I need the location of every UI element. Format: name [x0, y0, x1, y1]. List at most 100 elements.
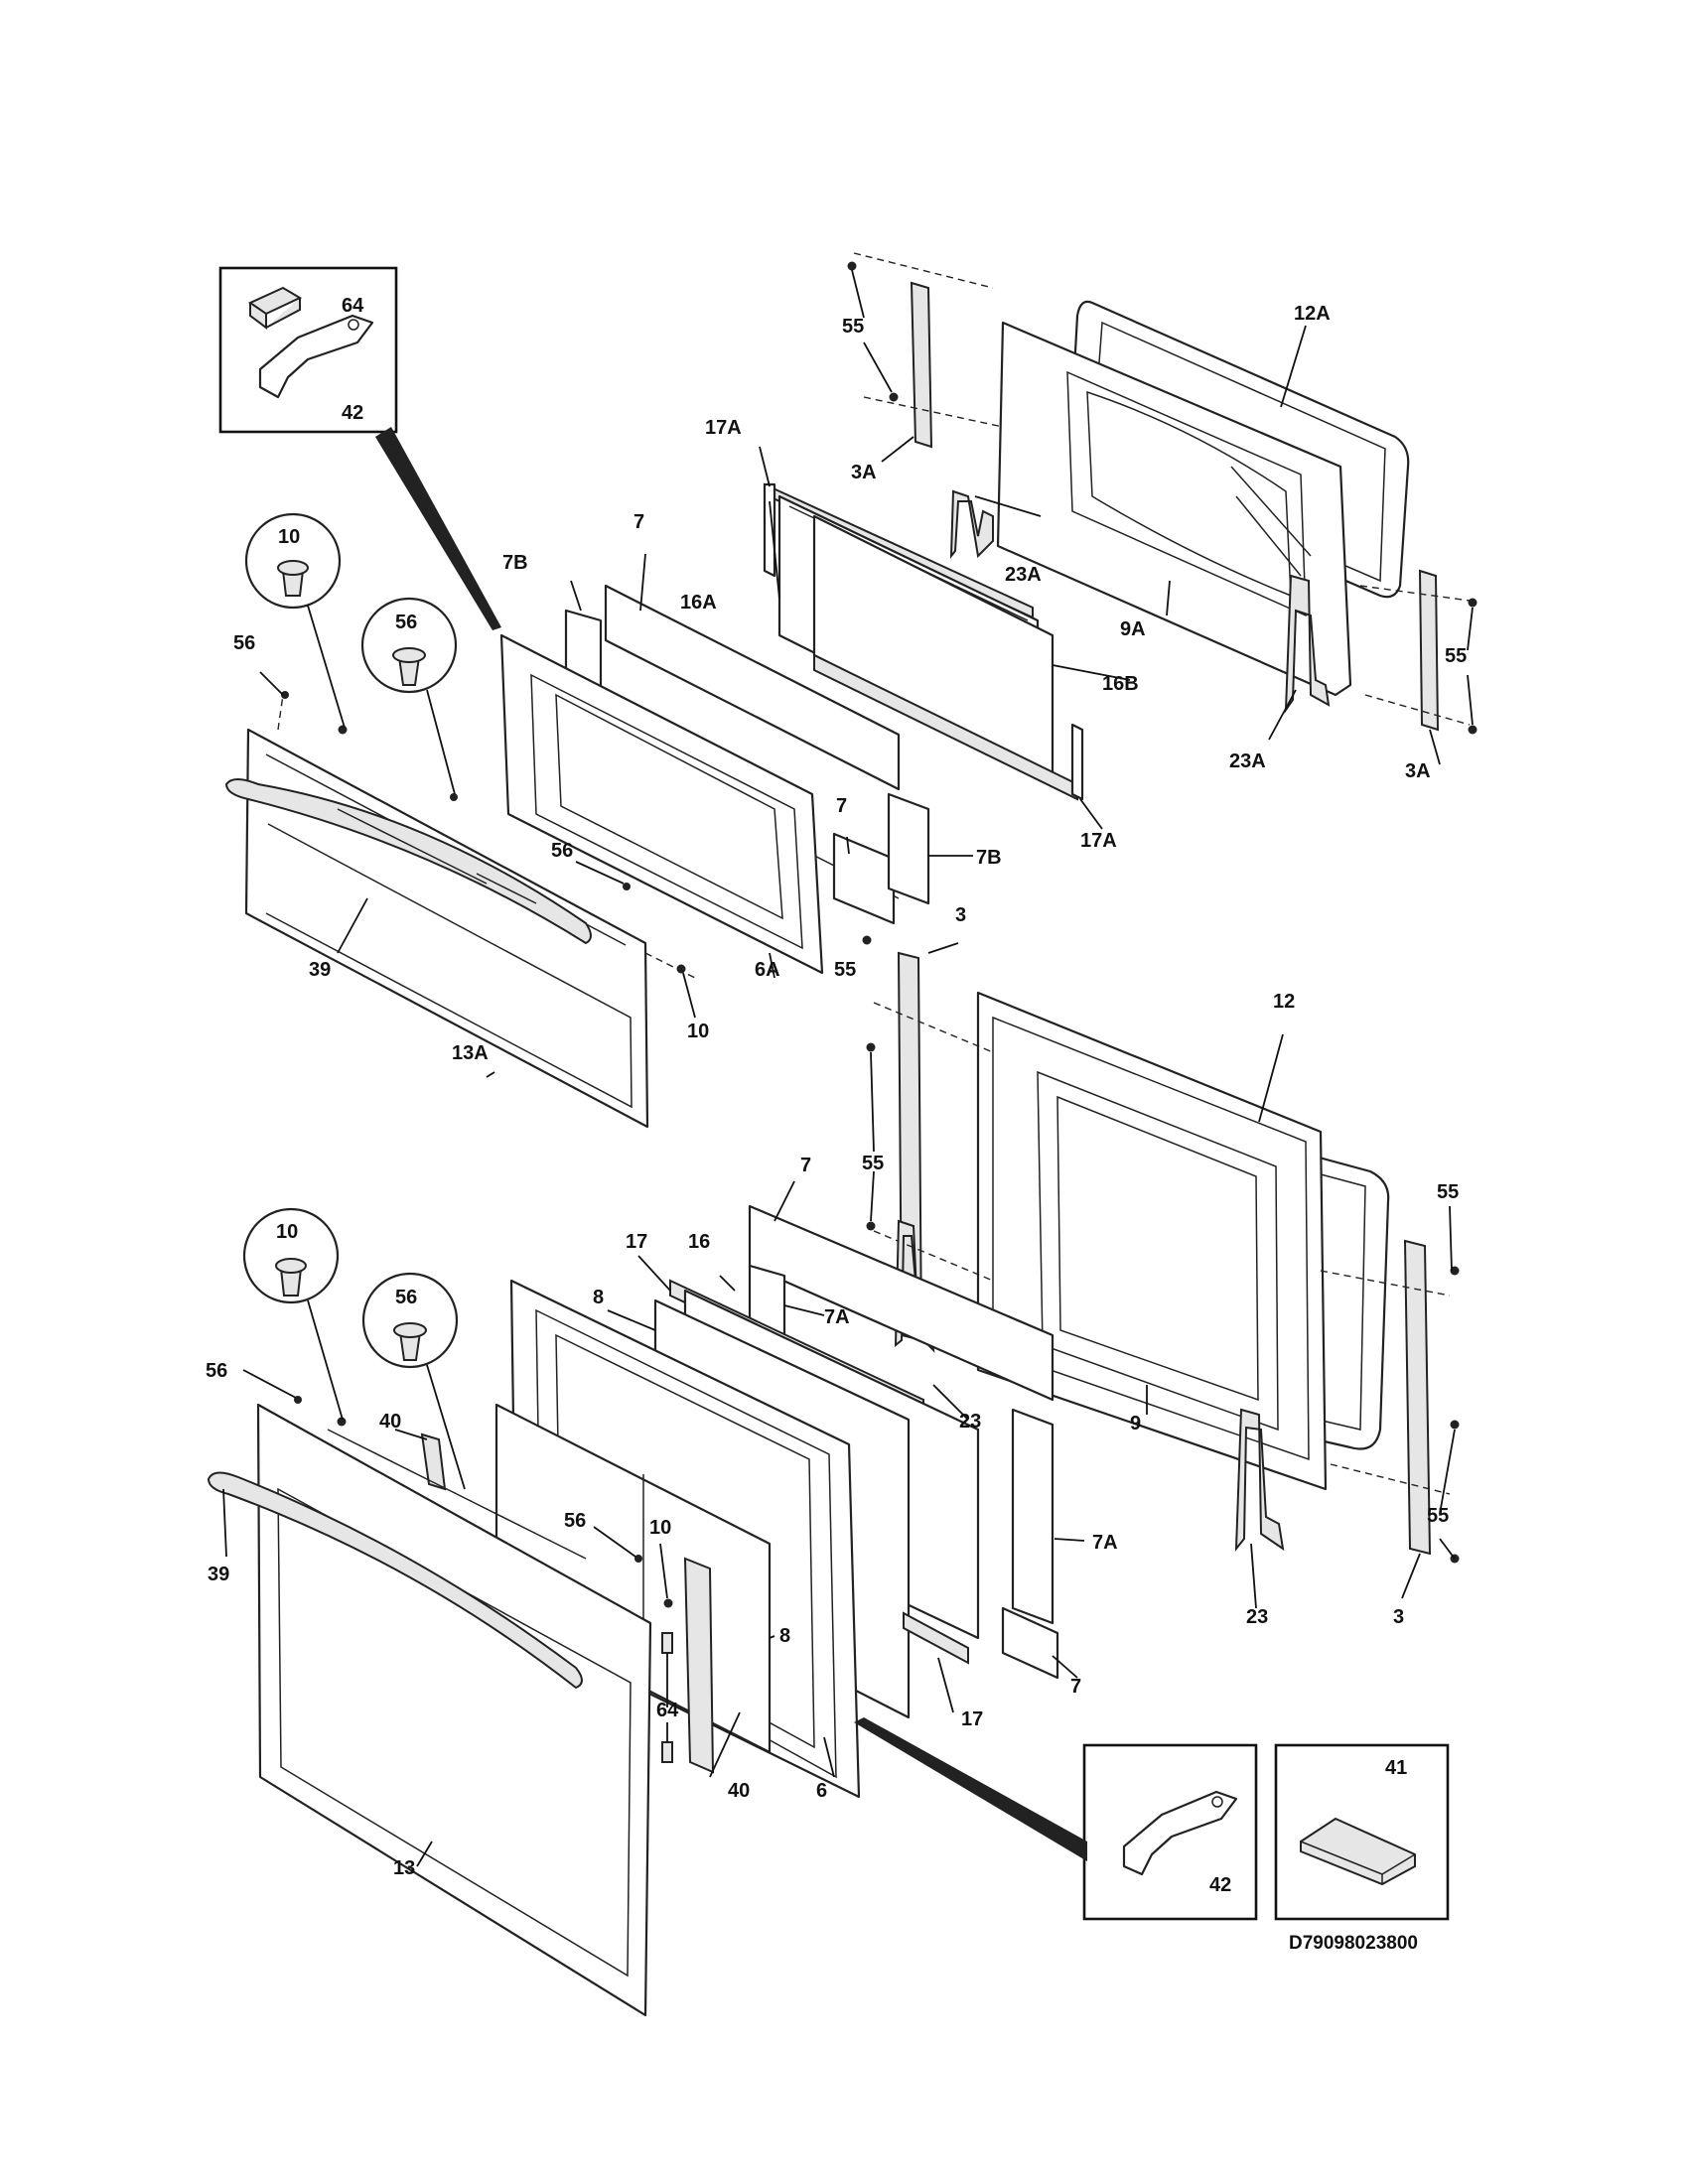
detail-circle-10-lower [242, 1207, 344, 1421]
upper-door-panel-13a [224, 691, 696, 1129]
label-12: 12 [1273, 991, 1295, 1013]
part-64-pad-b [661, 1741, 673, 1763]
label-16a: 16A [680, 592, 717, 614]
part-40-bracket-left [420, 1433, 447, 1491]
label-55-top: 55 [842, 316, 864, 338]
label-16: 16 [688, 1231, 710, 1253]
screw-10-lower [663, 1598, 673, 1608]
part-3a-top-channel [910, 281, 933, 449]
part-9-inner-panel [976, 991, 1328, 1491]
label-23-right: 23 [1246, 1606, 1268, 1628]
inset-box-42 [854, 1717, 1258, 1921]
detail-circle-56-lower [361, 1272, 466, 1490]
label-39-top: 39 [309, 959, 331, 981]
upper-glass-pack [763, 482, 1084, 801]
part-64-pad-a [661, 1632, 673, 1654]
part-7a-insulation-bottom [1011, 1408, 1055, 1625]
part-7b-insulation-mid [887, 792, 930, 905]
label-13: 13 [393, 1857, 415, 1879]
label-10-top-right: 10 [687, 1021, 709, 1042]
part-7-insulation-lower-top [748, 1204, 1055, 1402]
label-7-lower: 7 [800, 1155, 811, 1176]
screw-55-lower-b [866, 1042, 876, 1052]
label-7a-bot: 7A [1092, 1532, 1118, 1554]
label-56-top-mid: 56 [551, 840, 573, 862]
label-8-top: 8 [593, 1287, 604, 1308]
screw-55-lower-e [1450, 1420, 1460, 1430]
screw-56-lower-mid [634, 1555, 642, 1563]
label-55-right-upper: 55 [1445, 645, 1467, 667]
label-8-bot: 8 [779, 1625, 790, 1647]
callout-labels: 64 42 55 12A 17A 3A 7 7B 23A 16A 9A 10 5… [206, 295, 1467, 1954]
label-56-circle-bot: 56 [395, 1287, 417, 1308]
label-16b: 16B [1102, 673, 1139, 695]
label-39-bot: 39 [208, 1564, 229, 1585]
part-23a-hinge-top [949, 489, 994, 559]
detail-circle-56-upper [360, 597, 458, 795]
lower-insulation-group [748, 1204, 1059, 1680]
label-40-bot: 40 [728, 1780, 750, 1802]
label-3-bot: 3 [1393, 1606, 1404, 1628]
screw-56-top-mid [450, 793, 458, 801]
label-55-top-left: 55 [834, 959, 856, 981]
part-64-pad [247, 286, 303, 330]
screw-55-lower-c [866, 1221, 876, 1231]
part-7-insulation-top [604, 584, 901, 791]
screw-56-top-left [281, 691, 289, 699]
label-56-top-left: 56 [233, 632, 255, 654]
label-3-top: 3 [955, 904, 966, 926]
label-17-bot: 17 [961, 1708, 983, 1730]
label-23a-bottom: 23A [1229, 751, 1266, 772]
screw-10-top-left [338, 725, 348, 735]
label-64-bot: 64 [656, 1700, 679, 1721]
label-6a: 6A [755, 959, 780, 981]
label-56-bot-left: 56 [206, 1360, 227, 1382]
label-13a: 13A [452, 1042, 489, 1064]
label-23a-top: 23A [1005, 564, 1042, 586]
part-41-trim [1300, 1817, 1416, 1886]
part-17a-bottom-bracket [813, 653, 1078, 801]
part-7-insulation-lower-bottom [1001, 1606, 1059, 1680]
upper-inner-door-assembly [847, 252, 1477, 735]
screw-55-c [1468, 598, 1477, 608]
label-17a-top: 17A [705, 417, 742, 439]
part-9a-inner-panel [996, 321, 1352, 697]
label-10-circle-top: 10 [278, 526, 300, 548]
inset-box-41 [1274, 1743, 1450, 1921]
part-23-hinge-right [1234, 1408, 1285, 1552]
lower-door-panel-13 [207, 1396, 652, 2017]
screw-10-top-right [676, 964, 686, 974]
screw-10-lower-left [337, 1417, 347, 1427]
diagram-code: D79098023800 [1289, 1933, 1418, 1954]
screw-55-a [847, 261, 857, 271]
part-3-channel-bottom [1403, 1239, 1432, 1556]
leader-lines [222, 269, 1474, 1867]
part-39-handle-top [224, 778, 592, 945]
label-12a: 12A [1294, 303, 1331, 325]
label-55-right-bot: 55 [1427, 1505, 1449, 1527]
upper-door-liner-group [499, 584, 930, 975]
label-56-circle-top: 56 [395, 612, 417, 633]
label-17a-bottom: 17A [1080, 830, 1117, 852]
label-64-inset: 64 [342, 295, 364, 317]
label-9a: 9A [1120, 618, 1146, 640]
screw-55-b [889, 392, 899, 402]
label-7-mid: 7 [836, 795, 847, 817]
label-23-left: 23 [959, 1411, 981, 1433]
label-7b-mid: 7B [976, 847, 1002, 869]
label-17-top: 17 [626, 1231, 647, 1253]
part-42-bracket-box [1122, 1790, 1238, 1876]
part-7-insulation-mid [832, 832, 896, 925]
part-23a-hinge-bottom [1284, 574, 1331, 714]
part-3a-bottom-channel [1418, 569, 1440, 732]
label-10-circle-bot: 10 [276, 1221, 298, 1243]
part-40-bracket-right [683, 1557, 715, 1774]
label-10-bot: 10 [649, 1517, 671, 1539]
label-3a-bottom: 3A [1405, 760, 1431, 782]
screw-56-top-right [623, 883, 631, 890]
label-41-box: 41 [1385, 1757, 1407, 1779]
part-13-door-panel [256, 1403, 652, 2017]
part-39-handle-bottom [207, 1471, 583, 1690]
label-7-bot: 7 [1070, 1676, 1081, 1698]
